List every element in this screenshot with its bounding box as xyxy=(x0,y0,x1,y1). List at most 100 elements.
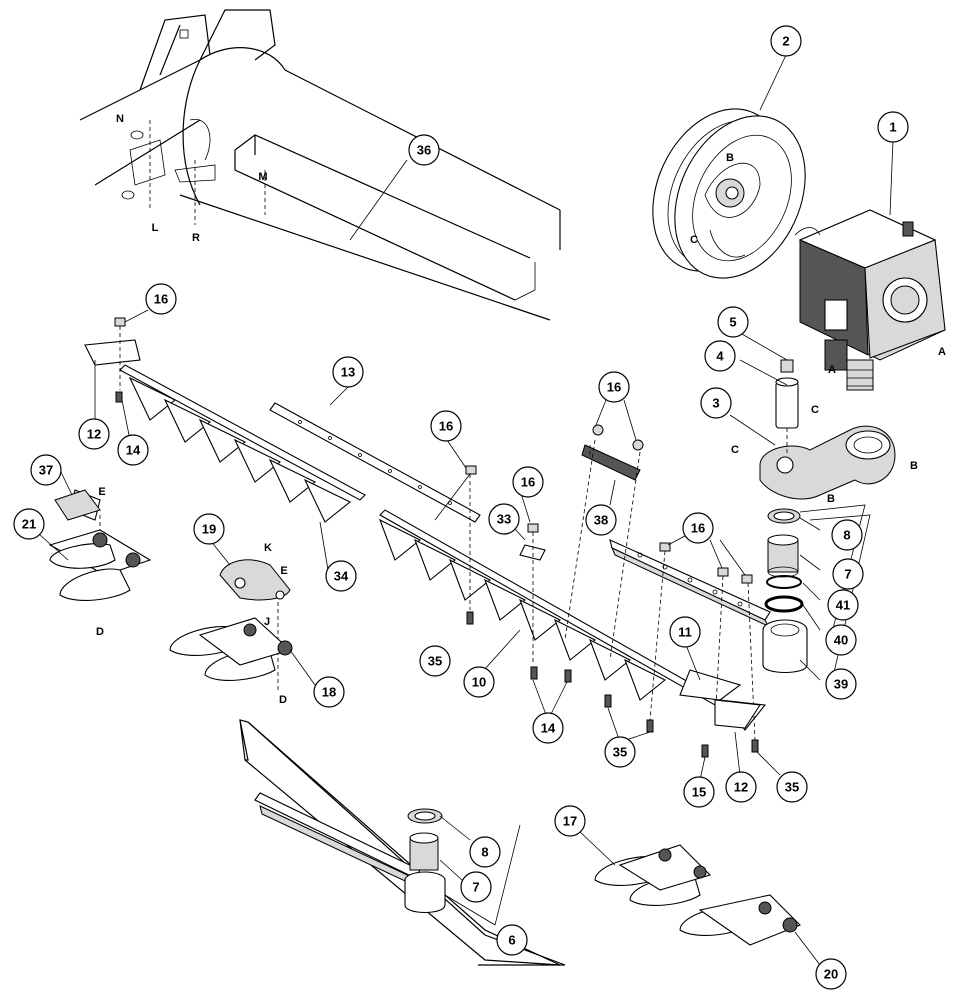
ref-letter-D1: D xyxy=(96,626,104,638)
callout-15: 15 xyxy=(683,776,715,808)
callout-1-label: 1 xyxy=(889,120,896,135)
callout-8b-label: 8 xyxy=(481,845,488,860)
callout-6-label: 6 xyxy=(508,933,515,948)
callout-5-label: 5 xyxy=(729,315,736,330)
callout-8a-label: 8 xyxy=(843,528,850,543)
callout-1: 1 xyxy=(877,111,909,143)
ref-letter-E2: E xyxy=(280,565,287,577)
clip-plate xyxy=(581,424,644,481)
hold-down-19 xyxy=(219,559,291,601)
callout-4-label: 4 xyxy=(716,349,724,364)
callout-5: 5 xyxy=(717,306,749,338)
ref-letter-A2: A xyxy=(828,364,836,376)
hardware xyxy=(99,317,759,758)
callout-16a-label: 16 xyxy=(154,292,168,307)
gearbox xyxy=(794,209,946,391)
frame-beam xyxy=(79,9,561,321)
callout-16b-label: 16 xyxy=(607,380,621,395)
callout-12b: 12 xyxy=(725,771,757,803)
callout-14a: 14 xyxy=(117,434,149,466)
sickle-section-right xyxy=(378,509,767,731)
callout-20: 20 xyxy=(815,958,847,990)
callout-16a: 16 xyxy=(145,283,177,315)
callout-16e: 16 xyxy=(682,512,714,544)
callout-33: 33 xyxy=(488,503,520,535)
callout-4: 4 xyxy=(704,340,736,372)
callout-34-label: 34 xyxy=(334,569,349,584)
callout-14b-label: 14 xyxy=(541,721,556,736)
callout-16d: 16 xyxy=(512,466,544,498)
ref-letter-N: N xyxy=(116,113,124,125)
callout-17-label: 17 xyxy=(563,814,577,829)
callout-13: 13 xyxy=(332,356,364,388)
ref-letter-A1: A xyxy=(938,346,946,358)
ref-letter-L: L xyxy=(152,222,159,234)
guard-17 xyxy=(594,844,712,906)
callout-18-label: 18 xyxy=(322,685,336,700)
inset-kit-box xyxy=(239,719,566,966)
callout-37-label: 37 xyxy=(39,463,53,478)
callout-34: 34 xyxy=(325,560,357,592)
callout-6: 6 xyxy=(496,924,528,956)
callout-36-label: 36 xyxy=(417,143,431,158)
callout-11-label: 11 xyxy=(678,625,692,640)
callout-17: 17 xyxy=(554,805,586,837)
callout-40: 40 xyxy=(825,624,857,656)
callout-21-label: 21 xyxy=(22,517,36,532)
callout-16d-label: 16 xyxy=(521,475,535,490)
callout-10: 10 xyxy=(463,666,495,698)
drive-arm xyxy=(609,539,808,674)
callout-2-label: 2 xyxy=(782,34,789,49)
ref-letter-R: R xyxy=(192,232,200,244)
ref-letter-E1: E xyxy=(98,486,105,498)
ref-letter-C1: C xyxy=(690,234,698,246)
ref-letter-B1: B xyxy=(726,152,734,164)
sickle-section-left xyxy=(84,339,366,523)
callout-19-label: 19 xyxy=(202,522,216,537)
callout-14a-label: 14 xyxy=(126,443,141,458)
back-bar xyxy=(269,402,481,523)
callout-20-label: 20 xyxy=(824,967,838,982)
callout-15-label: 15 xyxy=(692,785,706,800)
callout-18: 18 xyxy=(313,676,345,708)
callout-12b-label: 12 xyxy=(734,780,748,795)
callout-2: 2 xyxy=(770,25,802,57)
callout-13-label: 13 xyxy=(341,365,355,380)
callout-35a: 35 xyxy=(419,645,451,677)
pivot-bracket xyxy=(759,359,896,500)
callout-41: 41 xyxy=(827,589,859,621)
callout-16c: 16 xyxy=(430,410,462,442)
callout-35a-label: 35 xyxy=(428,654,442,669)
callout-40-label: 40 xyxy=(834,633,848,648)
callout-38: 38 xyxy=(585,504,617,536)
callout-7a: 7 xyxy=(832,558,864,590)
callout-33-label: 33 xyxy=(497,512,511,527)
leader-lines xyxy=(39,54,894,966)
ref-letter-B3: B xyxy=(827,493,835,505)
callout-16c-label: 16 xyxy=(439,419,453,434)
callout-38-label: 38 xyxy=(594,513,608,528)
callout-8b: 8 xyxy=(469,836,501,868)
bushing-stack xyxy=(764,508,804,613)
callout-3: 3 xyxy=(700,387,732,419)
callout-12a-label: 12 xyxy=(87,427,101,442)
guard-18 xyxy=(169,617,293,681)
callout-11: 11 xyxy=(669,616,701,648)
callout-16e-label: 16 xyxy=(691,521,705,536)
callout-16b: 16 xyxy=(598,371,630,403)
callout-35c: 35 xyxy=(776,771,808,803)
callout-8a: 8 xyxy=(831,519,863,551)
callout-14b: 14 xyxy=(532,712,564,744)
callout-21: 21 xyxy=(13,508,45,540)
callout-7b-label: 7 xyxy=(472,880,479,895)
guard-20 xyxy=(679,894,801,946)
callout-10-label: 10 xyxy=(472,675,486,690)
callout-35b: 35 xyxy=(604,736,636,768)
callout-7a-label: 7 xyxy=(844,567,851,582)
callout-41-label: 41 xyxy=(836,598,850,613)
ref-letter-B2: B xyxy=(910,460,918,472)
ref-letter-C3: C xyxy=(731,444,739,456)
ref-letter-C2: C xyxy=(811,404,819,416)
